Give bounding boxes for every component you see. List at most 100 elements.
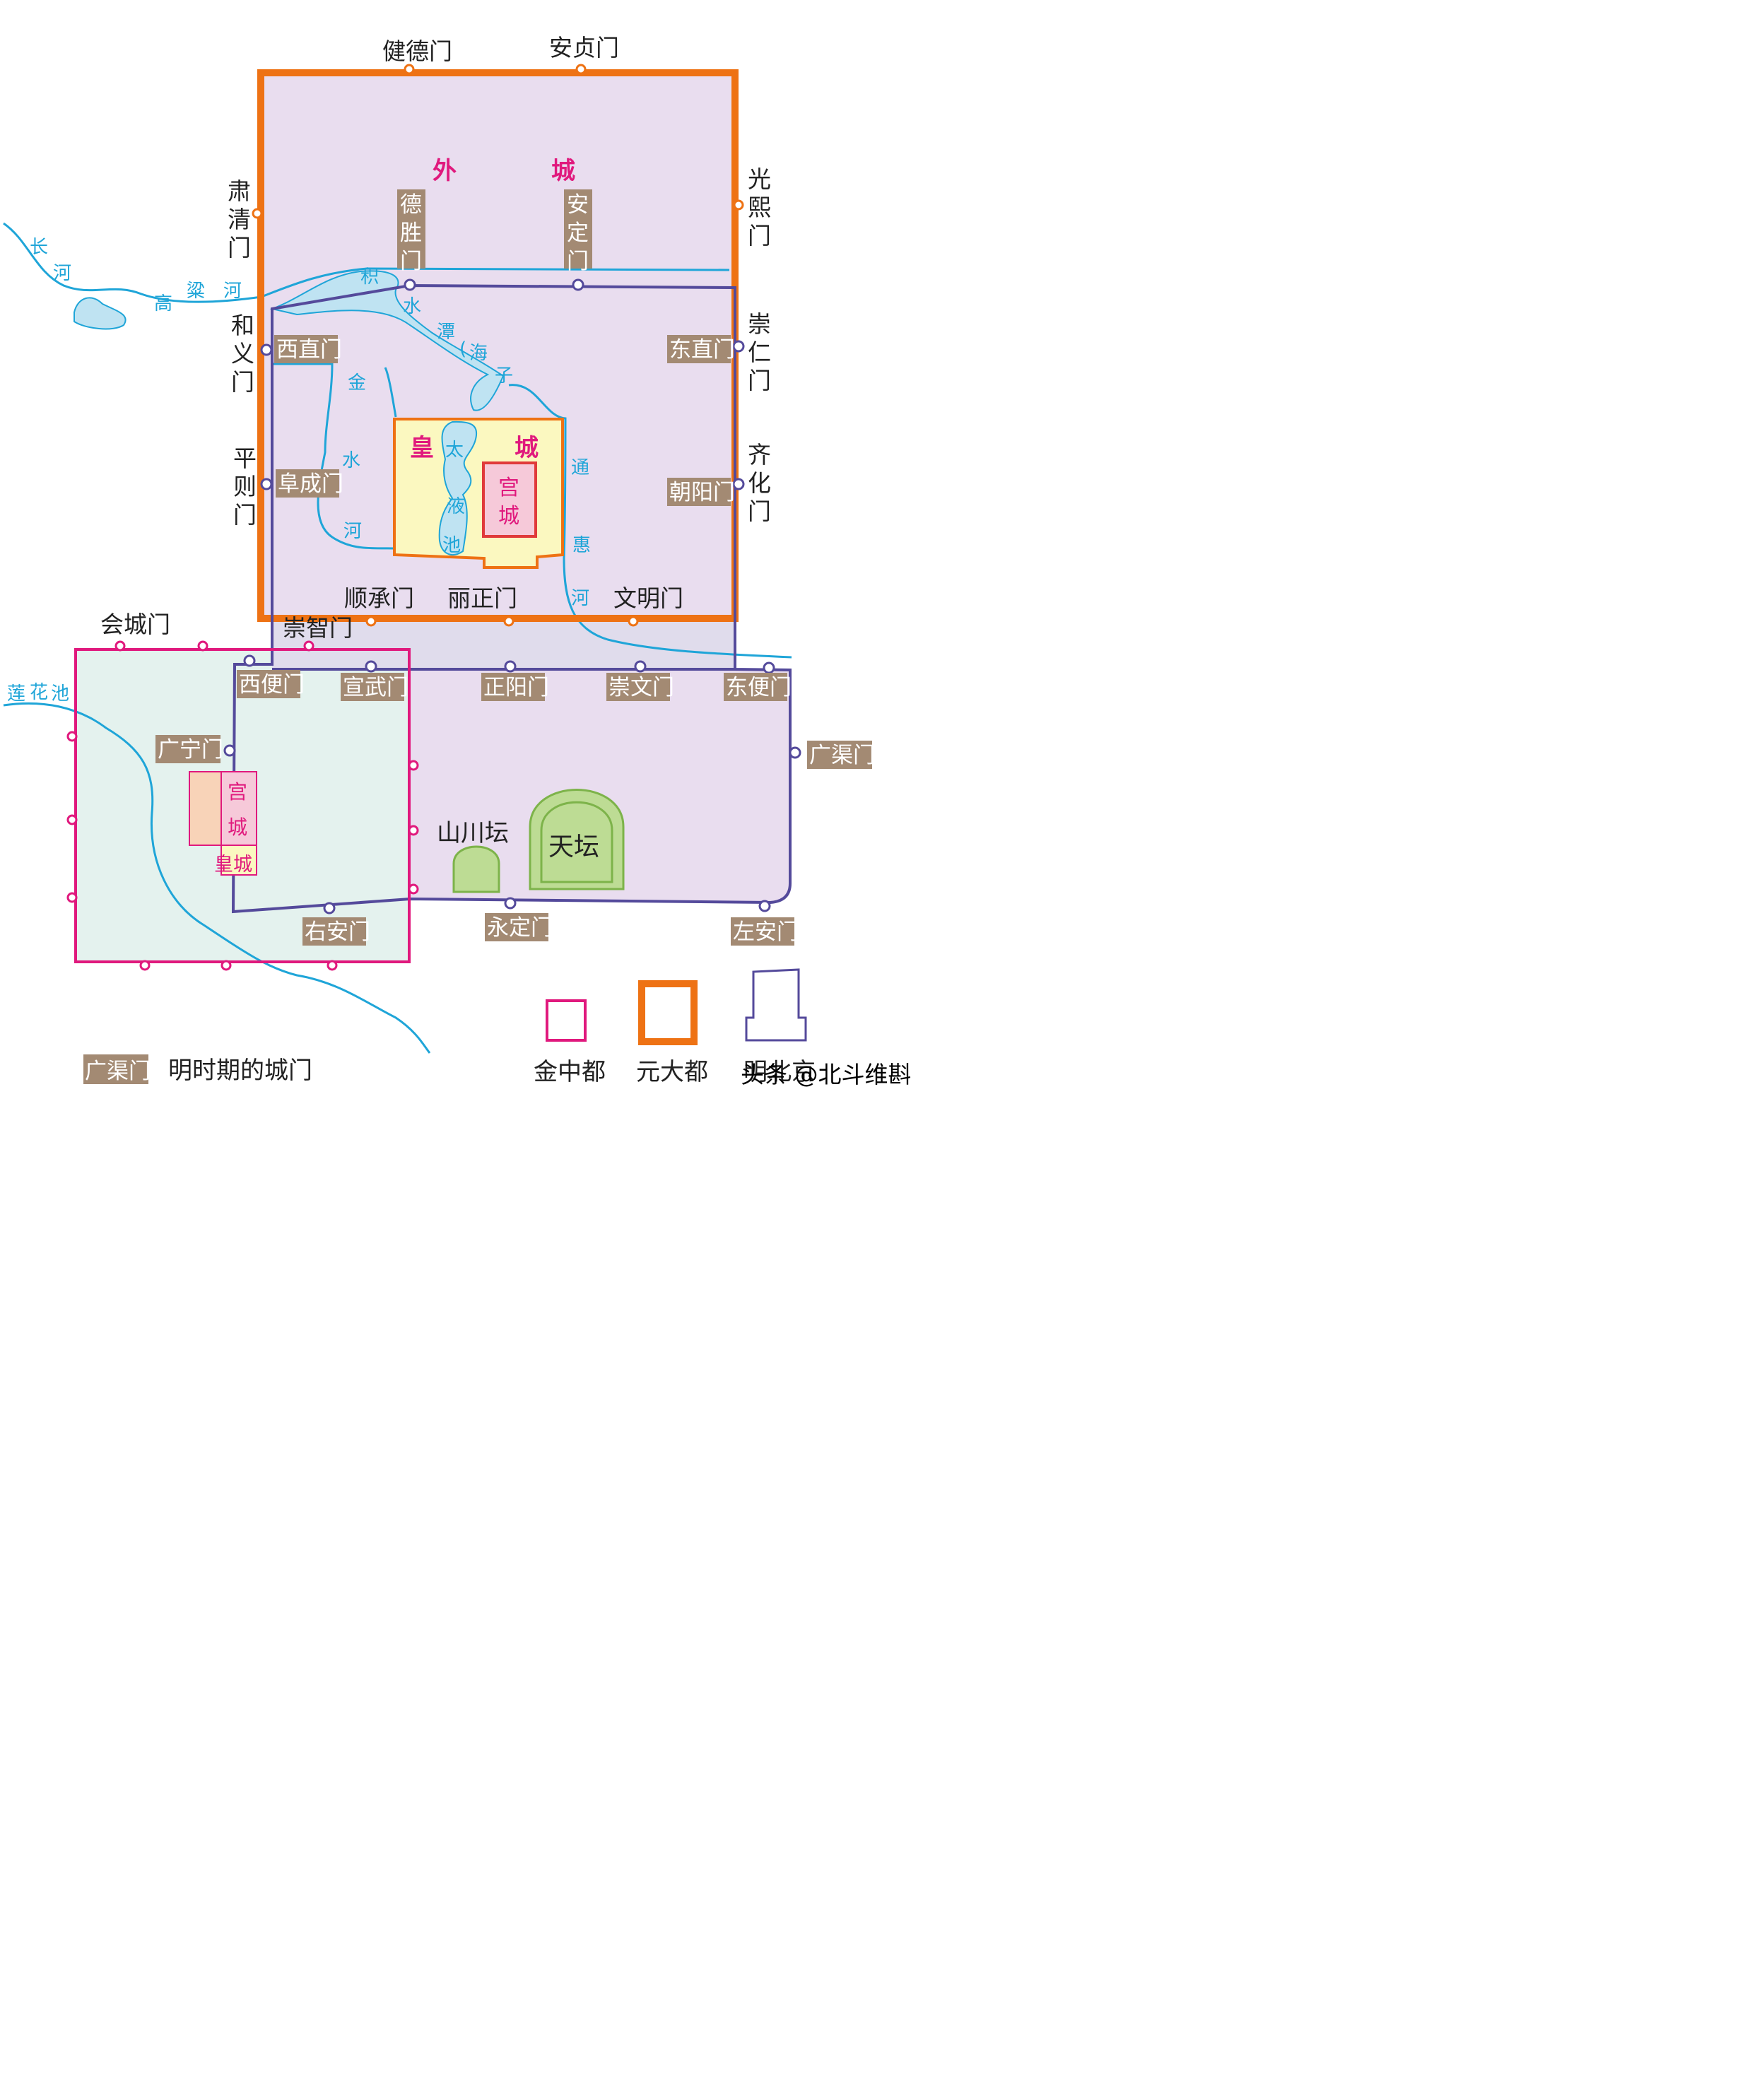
ming-gate-guangning: 广宁门: [155, 735, 223, 763]
yuan-gate-heyi-char: 和: [231, 312, 254, 339]
jinshui-river-upper: [384, 367, 397, 418]
ming-gate-desheng-char: 门: [400, 249, 422, 274]
yuan-gate-chongren-char: 门: [748, 367, 771, 394]
legend-ming-gate-desc: 明时期的城门: [168, 1057, 312, 1085]
jinshui-label-char: 河: [343, 521, 362, 542]
ming-gate-chongwen: 崇文门: [606, 673, 674, 701]
jin-palace-city: [220, 771, 257, 846]
jishuitan-label-char: 海: [469, 343, 488, 364]
yuan-gate-lizheng: 丽正门: [447, 584, 517, 612]
yuan-gate-pingze: 平则门: [233, 445, 257, 529]
legend: 广渠门 明时期的城门 金中都 元大都 明北京: [83, 968, 816, 1086]
ming-gate-chongwen-bg: [606, 673, 670, 701]
lianhuachi-label-char: 花: [30, 682, 48, 703]
yuan-gate-anzhen: 安贞门: [549, 34, 619, 61]
palace-city-wall: [482, 461, 537, 538]
ming-gate-fucheng-bg: [276, 469, 339, 498]
ming-gate-fucheng-text: 阜成门: [278, 471, 343, 497]
gaoliang-river-to-jishuitan: [261, 267, 730, 298]
yuan-gate-suqing-char: 清: [228, 206, 251, 233]
lianhuachi-river: [3, 702, 431, 1054]
gaoliang-label: 高粱河: [154, 281, 242, 314]
jin-palace-label-1: 宫: [228, 780, 247, 804]
ming-gate-xuanwu: 宣武门: [341, 673, 408, 701]
legend-jin-swatch: [546, 999, 587, 1042]
ming-gate-desheng: 德胜门: [397, 189, 425, 274]
yuan-gate-guangxi-char: 熙: [748, 194, 771, 221]
tiantan-inner: [540, 801, 613, 883]
changhe-label-char: 河: [53, 263, 71, 284]
yuan-gate-shuncheng: 顺承门: [344, 584, 414, 612]
jishuitan-label-char: 子: [495, 365, 513, 387]
lianhuachi-label: 莲花池: [7, 682, 69, 705]
jin-imperial-city: [220, 845, 257, 876]
yuan-gate-suqing-char: 门: [228, 234, 251, 261]
ming-gate-anding: 安定门: [564, 189, 592, 274]
yuan-gate-qihua-char: 门: [748, 498, 771, 525]
jin-imperial-label: 皇城: [214, 854, 252, 876]
tonghui-label: 通惠河: [571, 457, 591, 609]
yuan-gate-chongren-char: 崇: [748, 310, 771, 338]
ming-gate-xibian-bg: [237, 670, 300, 698]
river-labels: 长河高粱河积水潭(海子金水河太液池通惠河莲花池: [7, 237, 591, 705]
ming-gate-chaoyang: 朝阳门: [667, 478, 735, 506]
legend-jin-label: 金中都: [534, 1058, 606, 1086]
changhe-label-char: 长: [30, 237, 48, 258]
ming-gate-zuoan-text: 左安门: [733, 919, 799, 945]
gaoliang-label-char: 高: [154, 293, 172, 314]
ming-gate-dongbian: 东便门: [724, 673, 792, 701]
ming-gate-dongbian-text: 东便门: [726, 675, 792, 700]
ming-gate-xizhi-bg: [274, 335, 338, 363]
yuan-gate-heyi-char: 门: [231, 368, 254, 396]
ming-gate-yongding: 永定门: [485, 913, 553, 941]
ming-gate-xibian: 西便门: [237, 670, 305, 698]
yuan-gate-qihua: 齐化门: [748, 441, 771, 525]
gaoliang-label-char: 河: [223, 281, 242, 302]
outer-city-label-1: 外: [433, 157, 457, 185]
yuan-gate-jiande: 健德门: [382, 37, 452, 65]
gaoliang-label-char: 粱: [187, 281, 205, 302]
imperial-city-label-2: 城: [514, 434, 539, 462]
yuan-gate-chongren: 崇仁门: [748, 310, 771, 394]
yuan-gate-pingze-char: 则: [233, 473, 257, 500]
yuan-gate-heyi: 和义门: [231, 312, 254, 396]
jishuitan-label-char: (: [459, 339, 466, 360]
yuan-gate-guangxi: 光熙门: [748, 165, 771, 249]
shanchuan-label: 山川坛: [437, 819, 509, 847]
yuan-gate-heyi-char: 义: [231, 340, 254, 367]
ming-gate-desheng-bg: [397, 189, 425, 269]
ming-gate-zhengyang: 正阳门: [481, 673, 549, 701]
tiantan-label: 天坛: [548, 833, 599, 861]
ming-gate-zuoan-bg: [731, 917, 794, 946]
legend-yuan-swatch: [638, 980, 698, 1045]
changhe-river: [3, 222, 262, 303]
lianhuachi-label-char: 池: [51, 683, 69, 705]
ming-gate-dongzhi: 东直门: [667, 335, 735, 363]
ming-gate-yongding-text: 永定门: [487, 915, 553, 941]
tonghui-river: [508, 384, 792, 659]
ming-gate-xizhi-text: 西直门: [276, 337, 342, 363]
yuan-gate-guangxi-char: 光: [748, 165, 771, 193]
jin-zhongdu-wall: [74, 648, 411, 963]
ming-gate-zhengyang-text: 正阳门: [483, 675, 549, 700]
ming-gate-guangning-bg: [155, 735, 220, 763]
ming-gate-xuanwu-text: 宣武门: [343, 675, 408, 700]
jinshui-label-char: 金: [348, 372, 366, 394]
ming-gate-desheng-char: 胜: [400, 220, 422, 246]
ming-gate-dongzhi-bg: [667, 335, 731, 363]
taiyechi-label-char: 液: [447, 496, 465, 517]
chongzhi-gate: 崇智门: [283, 614, 353, 642]
ming-gate-zhengyang-bg: [481, 673, 545, 701]
changhe-label: 长河: [30, 237, 71, 284]
shanchuan-altar: [452, 845, 500, 893]
jishuitan-lake: [269, 270, 505, 411]
outer-city-label-2: 城: [551, 157, 575, 185]
jin-palace-label-2: 城: [228, 816, 247, 839]
ming-gate-anding-char: 定: [567, 220, 589, 246]
legend-ming-label: 明北京: [743, 1058, 816, 1086]
ming-gate-chaoyang-bg: [667, 478, 731, 506]
ming-beijing-wall: [231, 283, 792, 914]
yuan-gate-guangxi-char: 门: [748, 222, 771, 249]
ming-gate-anding-char: 安: [567, 192, 589, 218]
